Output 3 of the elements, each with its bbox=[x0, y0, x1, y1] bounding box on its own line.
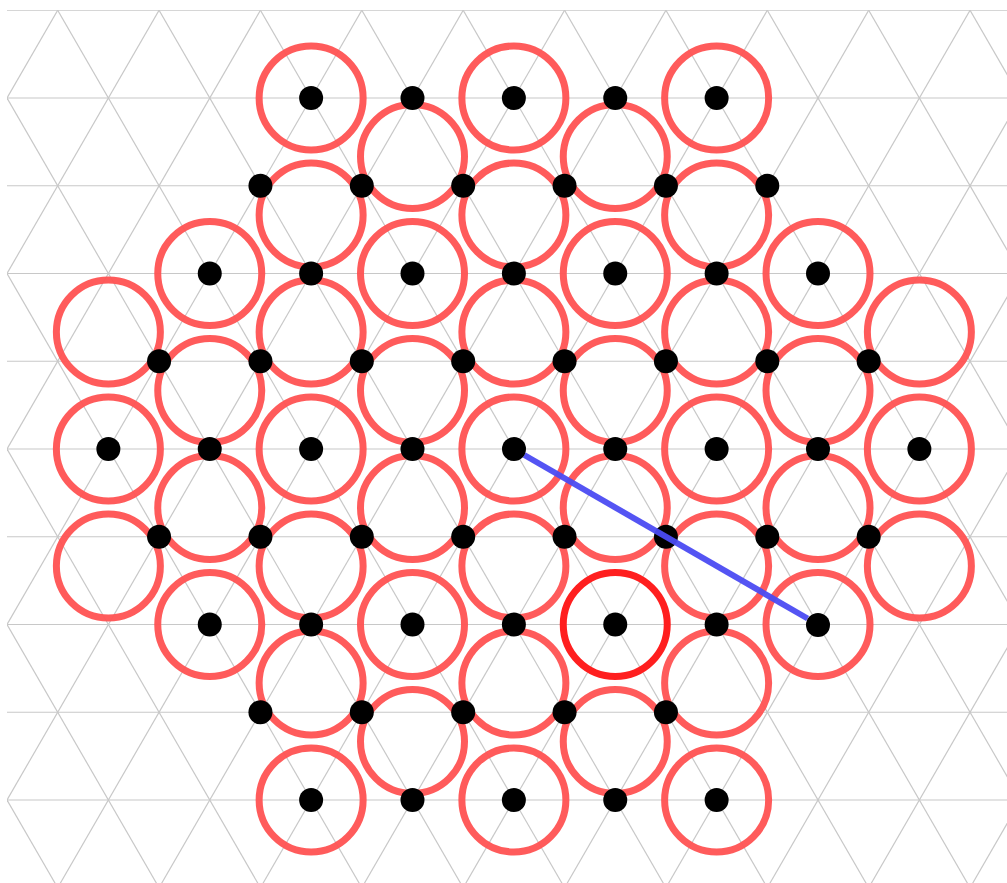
lattice-dot bbox=[806, 612, 830, 637]
connector-line bbox=[522, 452, 810, 622]
lattice-dot bbox=[501, 437, 526, 461]
